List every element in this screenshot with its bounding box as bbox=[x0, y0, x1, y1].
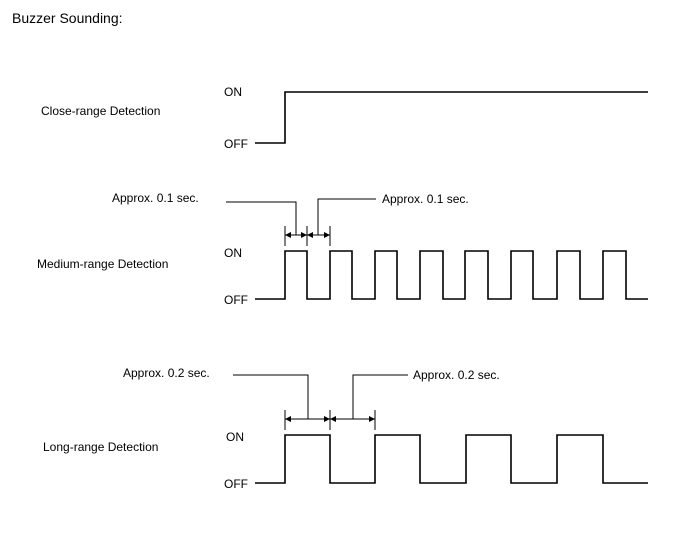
medium-range-note-left: Approx. 0.1 sec. bbox=[112, 191, 199, 205]
medium-range-row: Medium-range Detection ON OFF Approx. 0.… bbox=[37, 191, 648, 307]
diagram-title: Buzzer Sounding: bbox=[12, 10, 123, 26]
close-range-off-label: OFF bbox=[224, 137, 248, 151]
long-range-leader-right bbox=[352, 374, 408, 419]
close-range-row: Close-range Detection ON OFF bbox=[41, 85, 648, 151]
long-range-note-left: Approx. 0.2 sec. bbox=[123, 366, 210, 380]
close-range-on-label: ON bbox=[224, 85, 242, 99]
long-range-arrowhead bbox=[285, 416, 291, 422]
medium-range-label: Medium-range Detection bbox=[37, 257, 168, 271]
long-range-waveform bbox=[255, 434, 648, 484]
medium-range-leader-left bbox=[226, 201, 297, 235]
medium-range-arrowhead bbox=[324, 232, 330, 238]
close-range-waveform bbox=[255, 91, 648, 144]
long-range-leader-left bbox=[233, 374, 309, 419]
medium-range-arrowhead bbox=[301, 232, 307, 238]
long-range-note-right: Approx. 0.2 sec. bbox=[413, 368, 500, 382]
medium-range-note-right: Approx. 0.1 sec. bbox=[382, 192, 469, 206]
long-range-row: Long-range Detection ON OFF Approx. 0.2 … bbox=[43, 366, 648, 491]
medium-range-off-label: OFF bbox=[224, 293, 248, 307]
long-range-on-label: ON bbox=[226, 430, 244, 444]
medium-range-waveform bbox=[255, 250, 648, 300]
long-range-arrowhead bbox=[330, 416, 336, 422]
medium-range-on-label: ON bbox=[224, 246, 242, 260]
long-range-arrowhead bbox=[369, 416, 375, 422]
medium-range-arrowhead bbox=[307, 232, 313, 238]
long-range-label: Long-range Detection bbox=[43, 440, 158, 454]
medium-range-leader-right bbox=[317, 198, 376, 235]
long-range-arrowhead bbox=[324, 416, 330, 422]
long-range-off-label: OFF bbox=[224, 477, 248, 491]
close-range-label: Close-range Detection bbox=[41, 104, 160, 118]
medium-range-arrowhead bbox=[285, 232, 291, 238]
